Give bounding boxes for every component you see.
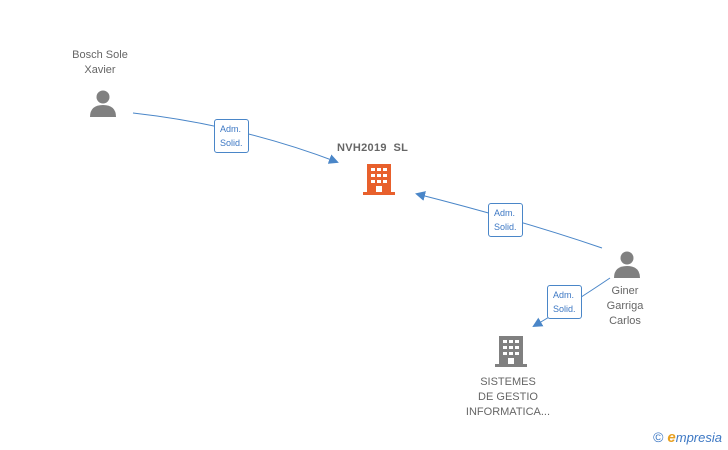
person-icon[interactable]	[612, 249, 642, 279]
copyright-icon: ©	[653, 429, 664, 445]
brand-logo-text: mpresia	[675, 430, 722, 445]
building-icon[interactable]	[494, 335, 528, 369]
company-node-sistemes[interactable]: SISTEMES DE GESTIO INFORMATICA...	[448, 375, 568, 420]
person-name-line: Carlos	[609, 315, 641, 327]
edge-label-line: Solid.	[553, 304, 576, 314]
edge-label-line: Solid.	[494, 222, 517, 232]
person-name-line: Garriga	[606, 300, 644, 312]
edge-label-line: Adm.	[553, 290, 575, 300]
person-node-giner[interactable]: Giner Garriga Carlos	[590, 284, 660, 329]
edge-label-line: Adm.	[494, 208, 516, 218]
building-icon[interactable]	[362, 163, 396, 197]
watermark: ©empresia	[653, 429, 722, 446]
edge-label-line: Solid.	[220, 138, 243, 148]
person-name-line: Xavier	[84, 64, 116, 76]
edge-label-line: Adm.	[220, 124, 242, 134]
company-name-line: INFORMATICA...	[465, 406, 551, 418]
company-name-center[interactable]: NVH2019 SL	[337, 142, 409, 154]
company-name-line: SISTEMES	[480, 376, 536, 388]
person-node-bosch[interactable]: Bosch Sole Xavier	[55, 48, 145, 78]
person-name-line: Giner	[611, 285, 639, 297]
edge-label-giner-sistemes[interactable]: Adm. Solid.	[547, 285, 582, 319]
edge-label-bosch[interactable]: Adm. Solid.	[214, 119, 249, 153]
edge-label-giner-center[interactable]: Adm. Solid.	[488, 203, 523, 237]
person-name-line: Bosch Sole	[72, 49, 128, 61]
company-name-line: DE GESTIO	[478, 391, 538, 403]
brand-logo-e: e	[667, 429, 676, 446]
person-icon[interactable]	[88, 88, 118, 118]
